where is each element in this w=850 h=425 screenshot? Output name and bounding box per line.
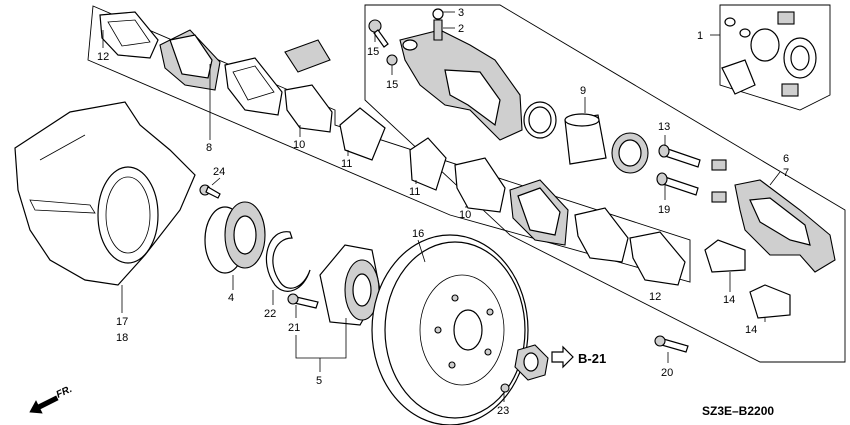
reference-arrow: B-21 xyxy=(551,345,606,369)
wear-indicator-11-lower xyxy=(409,137,447,191)
callout-8: 8 xyxy=(206,142,212,154)
callout-24: 24 xyxy=(213,166,225,178)
callout-11-top: 11 xyxy=(341,158,352,170)
reference-label: B-21 xyxy=(578,351,606,366)
rotor-screw-23 xyxy=(500,383,510,393)
splash-shield xyxy=(14,101,196,286)
shim-10-top-outer xyxy=(224,57,283,116)
seal-kit-parts xyxy=(721,11,817,97)
callout-10-top: 10 xyxy=(293,139,305,151)
bleeder-screw xyxy=(432,8,444,41)
callout-6: 6 xyxy=(783,153,789,165)
callout-15-a: 15 xyxy=(367,46,379,58)
callout-12-lower: 12 xyxy=(649,291,661,303)
hub-bearing xyxy=(204,201,266,274)
shim-12-top xyxy=(99,11,159,59)
callout-15-b: 15 xyxy=(386,79,398,91)
pad-retainer-14-a xyxy=(704,239,746,273)
callout-labels: 1 2 3 15 15 9 12 8 10 11 11 10 12 13 19 … xyxy=(97,7,789,417)
callout-18: 18 xyxy=(116,332,128,344)
shim-12-lower xyxy=(629,231,686,286)
callout-10-lower: 10 xyxy=(459,209,471,221)
piston xyxy=(564,113,607,165)
brake-pad-lower xyxy=(509,179,569,246)
leader-lines xyxy=(102,11,781,402)
piston-seal xyxy=(523,101,557,139)
caliper-panel xyxy=(364,4,846,363)
hub-bolt-21 xyxy=(287,293,319,309)
bolt-15-a xyxy=(368,19,389,48)
callout-16: 16 xyxy=(412,228,424,240)
clip-top xyxy=(284,39,331,73)
pin-boots xyxy=(711,159,727,203)
wear-indicator-11-top xyxy=(339,107,386,161)
callout-22: 22 xyxy=(264,308,276,320)
dust-boot xyxy=(611,132,649,174)
callout-20: 20 xyxy=(661,367,673,379)
callout-5: 5 xyxy=(316,375,322,387)
hub-nut xyxy=(514,344,549,381)
bolt-24 xyxy=(199,184,221,199)
shim-lower-outer xyxy=(574,207,629,263)
callout-7: 7 xyxy=(783,167,789,179)
callout-12-top: 12 xyxy=(97,51,109,63)
circlip xyxy=(265,231,311,292)
hollow-arrow-right-icon xyxy=(551,345,574,369)
bolt-15-b xyxy=(386,54,398,66)
guide-pin-13 xyxy=(658,144,701,168)
callout-14-b: 14 xyxy=(745,324,757,336)
callout-3: 3 xyxy=(458,7,464,19)
direction-label: FR. xyxy=(55,384,74,401)
hub xyxy=(319,244,381,326)
seal-kit-panel xyxy=(719,4,831,111)
callout-1: 1 xyxy=(697,30,703,42)
guide-pin-19 xyxy=(656,172,699,196)
callout-2: 2 xyxy=(458,23,464,35)
pad-retainer-14-b xyxy=(749,284,791,319)
caliper-body xyxy=(399,29,523,141)
brake-rotor xyxy=(371,234,529,425)
caliper-bracket xyxy=(734,179,836,273)
arrow-down-left-icon xyxy=(29,395,59,414)
direction-indicator: FR. xyxy=(29,384,74,414)
diagram-code: SZ3E–B2200 xyxy=(702,404,774,418)
pads-panel xyxy=(87,5,691,283)
bracket-bolt-20 xyxy=(654,335,689,353)
shim-10-top-inner xyxy=(284,84,333,133)
callout-9: 9 xyxy=(580,85,586,97)
callout-11-lower: 11 xyxy=(409,186,420,198)
callout-17: 17 xyxy=(116,316,128,328)
callout-21: 21 xyxy=(288,322,300,334)
callout-23: 23 xyxy=(497,405,509,417)
callout-13: 13 xyxy=(658,121,670,133)
callout-19: 19 xyxy=(658,204,670,216)
shim-10-lower xyxy=(454,157,506,213)
callout-14-a: 14 xyxy=(723,294,735,306)
callout-4: 4 xyxy=(228,292,234,304)
